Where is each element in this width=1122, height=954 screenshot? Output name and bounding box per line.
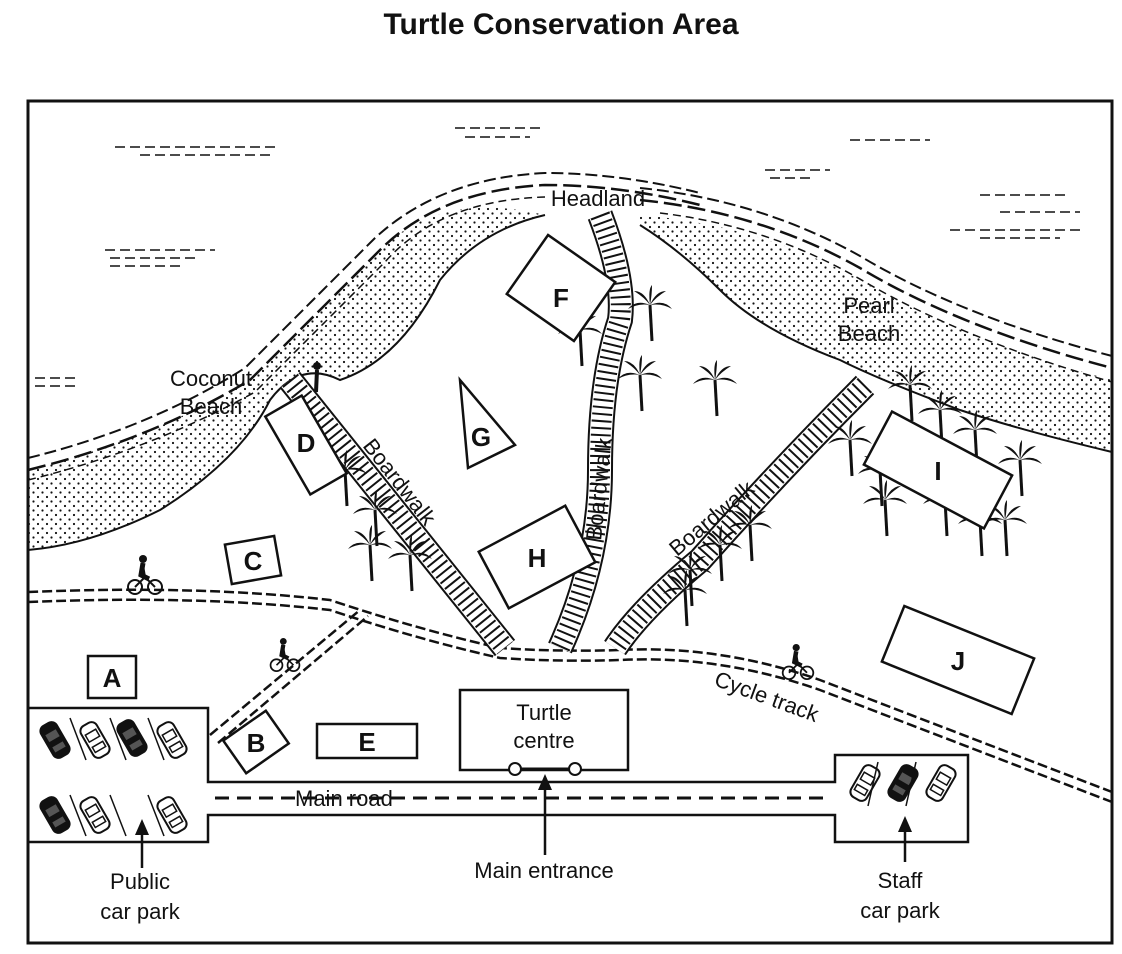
public-car-park-cars — [37, 716, 190, 837]
location-box-c — [223, 534, 283, 586]
label-public-line1: Public — [110, 869, 170, 894]
location-label-c: C — [244, 546, 263, 576]
cycle-track — [27, 588, 1113, 804]
location-label-a: A — [103, 663, 122, 693]
label-coconut-line2: Beach — [180, 394, 242, 419]
location-label-h: H — [528, 543, 547, 573]
sea-wave-marks — [35, 127, 1080, 387]
location-box-a — [86, 654, 138, 700]
staff-car-park-arrow — [898, 816, 912, 862]
coconut-beach-sand — [28, 207, 545, 550]
label-main-road: Main road — [295, 786, 393, 811]
label-pearl-line2: Beach — [838, 321, 900, 346]
label-coconut-line1: Coconut — [170, 366, 252, 391]
label-headland: Headland — [551, 186, 645, 211]
label-turtle-line2: centre — [513, 728, 574, 753]
location-label-d: D — [297, 428, 316, 458]
pearl-beach-sand — [640, 215, 1112, 452]
label-turtle-line1: Turtle — [516, 700, 571, 725]
road-outline — [28, 706, 970, 844]
location-label-j: J — [951, 646, 965, 676]
location-label-i: I — [934, 456, 941, 486]
person-icon — [313, 362, 321, 393]
location-boxes — [86, 233, 1036, 776]
location-label-b: B — [247, 728, 266, 758]
location-box-j — [880, 604, 1036, 716]
map-title: Turtle Conservation Area — [383, 8, 739, 41]
label-public-line2: car park — [100, 899, 180, 924]
main-entrance-arrow — [538, 774, 552, 855]
label-staff-line1: Staff — [878, 868, 924, 893]
location-label-g: G — [471, 422, 491, 452]
public-car-park-arrow — [135, 819, 149, 868]
location-label-e: E — [358, 727, 375, 757]
turtle-centre-building — [458, 688, 630, 772]
main-entrance-gate — [508, 762, 582, 776]
location-box-e — [315, 722, 419, 760]
location-box-g — [458, 376, 517, 470]
location-box-h — [477, 504, 597, 610]
location-box-i — [862, 409, 1014, 531]
location-box-d — [263, 393, 349, 497]
location-label-f: F — [553, 283, 569, 313]
boardwalks — [279, 210, 875, 657]
label-pearl-line1: Pearl — [843, 293, 894, 318]
location-box-b — [221, 708, 291, 776]
location-box-f — [505, 233, 617, 343]
staff-car-park-cars — [847, 761, 959, 807]
label-main-entrance: Main entrance — [474, 858, 613, 883]
label-staff-line2: car park — [860, 898, 940, 923]
